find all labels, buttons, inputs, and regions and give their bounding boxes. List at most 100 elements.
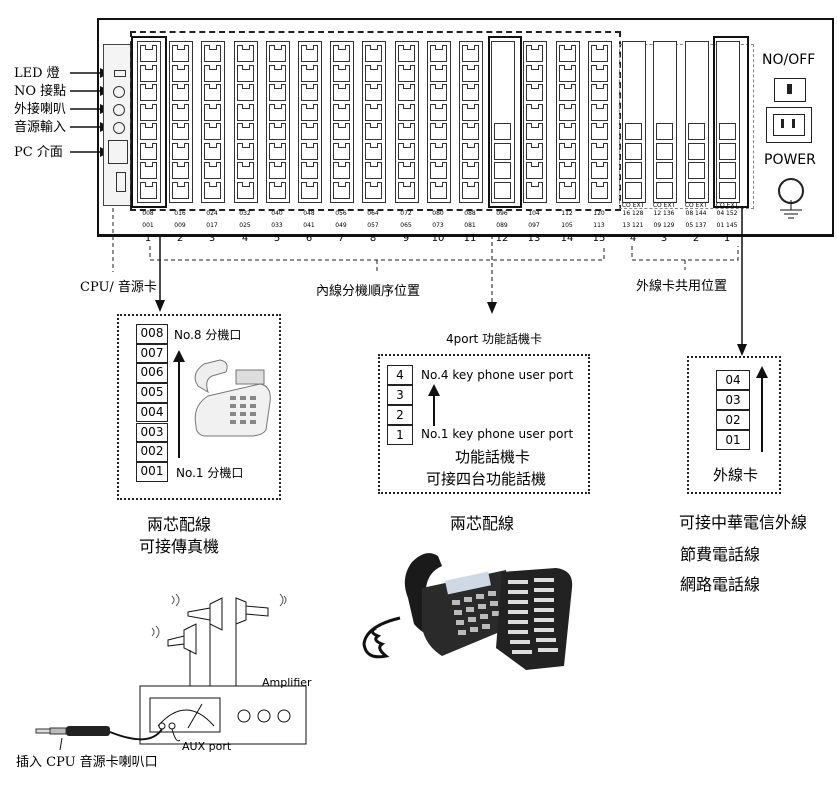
rj11-port	[204, 64, 221, 82]
rj11-port	[494, 142, 511, 160]
rj11-port	[559, 123, 576, 140]
rj11-port	[688, 142, 705, 160]
extension-top-note: No.8 分機口	[174, 328, 242, 342]
rj11-port	[591, 181, 608, 199]
no-contact-port	[113, 86, 125, 98]
rj11-port	[301, 181, 318, 199]
rj11-port	[559, 181, 576, 199]
co-box-title: 外線卡	[713, 466, 759, 484]
rj11-port	[591, 64, 608, 82]
slot-number: 6	[305, 233, 313, 244]
rj11-port	[462, 181, 479, 199]
keyphone-box	[378, 354, 590, 494]
power-switch[interactable]	[774, 78, 806, 102]
rj11-port	[591, 84, 608, 101]
rj11-port	[140, 181, 157, 199]
rj11-port	[462, 45, 479, 62]
rj11-port	[333, 181, 350, 199]
rj11-port	[172, 45, 189, 62]
amplifier-diagram	[35, 593, 307, 751]
port-cell: 01	[716, 430, 750, 450]
rj11-port	[625, 123, 642, 140]
slot-range-top: 008	[142, 210, 154, 217]
rj11-port	[462, 162, 479, 179]
rj11-port	[333, 123, 350, 140]
keyphone-top-note: No.4 key phone user port	[421, 368, 574, 382]
rj11-port	[365, 142, 382, 160]
rj11-port	[559, 84, 576, 101]
rj11-port	[269, 142, 286, 160]
slot-range-top: 064	[367, 210, 379, 217]
rj11-port	[237, 103, 254, 121]
rj11-port	[559, 103, 576, 121]
pc-port	[108, 140, 128, 164]
rj11-port	[430, 84, 447, 101]
rj11-port	[462, 123, 479, 140]
co-highlight-box	[713, 36, 749, 208]
slot-number: 5	[273, 233, 281, 244]
ext-slot-range-bottom: 05 137	[685, 222, 707, 229]
port-cell: 02	[716, 410, 750, 430]
rj11-port	[591, 45, 608, 62]
right-caption-3: 網路電話線	[680, 575, 761, 594]
rj11-port	[333, 45, 350, 62]
slot-range-top: 088	[464, 210, 476, 217]
rj11-port	[719, 162, 736, 179]
rj11-port	[172, 123, 189, 140]
ext-slot-number: 1	[723, 233, 731, 244]
port-cell: 001	[136, 461, 168, 482]
port-cell: 03	[716, 390, 750, 410]
extension-box	[117, 314, 281, 500]
slot-range-bottom: 081	[464, 222, 476, 229]
slot-number: 1	[144, 233, 152, 244]
ext-slot-range-top: 12 136	[653, 210, 675, 217]
rj11-port	[365, 162, 382, 179]
rj11-port	[591, 103, 608, 121]
port-cell: 007	[136, 343, 168, 364]
four-port-label: 4port 功能話機卡	[446, 332, 543, 346]
slot-number: 4	[241, 233, 249, 244]
right-caption-2: 節費電話線	[680, 545, 761, 564]
slot-range-top: 120	[593, 210, 605, 217]
slot-number: 12	[495, 233, 509, 244]
rj11-port	[526, 45, 543, 62]
slot-range-bottom: 097	[528, 222, 540, 229]
rj11-port	[526, 84, 543, 101]
power-label: POWER	[764, 152, 816, 168]
rj11-port	[688, 162, 705, 179]
rj11-port	[398, 142, 415, 160]
rj11-port	[333, 103, 350, 121]
rj11-port	[301, 103, 318, 121]
rj11-port	[140, 162, 157, 179]
rj11-port	[140, 45, 157, 62]
rj11-port	[172, 103, 189, 121]
rj11-port	[172, 181, 189, 199]
rj11-port	[526, 123, 543, 140]
rj11-port	[430, 64, 447, 82]
rj11-port	[462, 103, 479, 121]
rj11-port	[430, 103, 447, 121]
rj11-port	[269, 181, 286, 199]
slot-range-top: 056	[335, 210, 347, 217]
rj11-port	[301, 123, 318, 140]
rj11-port	[365, 84, 382, 101]
rj11-port	[625, 142, 642, 160]
rj11-port	[625, 181, 642, 199]
internal-order-label: 內線分機順序位置	[316, 284, 421, 299]
rj11-port	[656, 181, 673, 199]
rj11-port	[301, 45, 318, 62]
rj11-port	[269, 64, 286, 82]
external-shared-label: 外線卡共用位置	[636, 279, 728, 294]
speaker-port	[113, 104, 125, 116]
keyphone-highlight-box	[488, 36, 522, 208]
rj11-port	[172, 162, 189, 179]
ext-slot-head: CO EXT	[621, 202, 645, 209]
rj11-port	[365, 64, 382, 82]
ext-slot-range-bottom: 13 121	[622, 222, 644, 229]
slot-range-bottom: 065	[400, 222, 412, 229]
slot-range-top: 080	[432, 210, 444, 217]
co-line-box	[687, 356, 781, 494]
rj11-port	[559, 142, 576, 160]
slot-range-bottom: 025	[239, 222, 251, 229]
